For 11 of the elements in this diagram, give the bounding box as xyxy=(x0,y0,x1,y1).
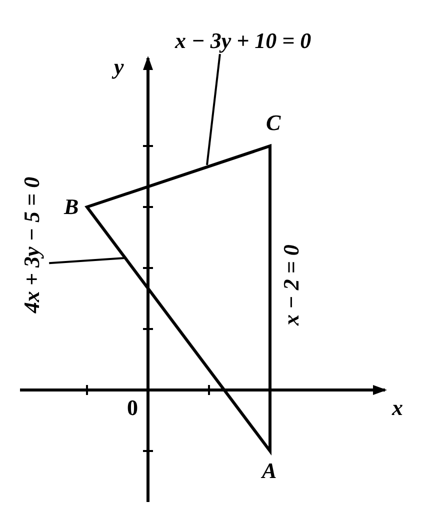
leader-line xyxy=(49,257,126,264)
vertex-label: A xyxy=(262,460,277,482)
equation-label: 4x + 3y − 5 = 0 xyxy=(21,176,44,314)
origin-label: 0 xyxy=(127,397,138,419)
axis-label: x xyxy=(392,397,403,419)
vertex-label: B xyxy=(64,196,79,218)
axis-label: y xyxy=(114,56,124,78)
equation-label: x − 3y + 10 = 0 xyxy=(175,30,312,52)
vertex-label: C xyxy=(266,112,281,134)
equation-label: x − 2 = 0 xyxy=(280,244,302,326)
leader-line xyxy=(206,54,221,166)
